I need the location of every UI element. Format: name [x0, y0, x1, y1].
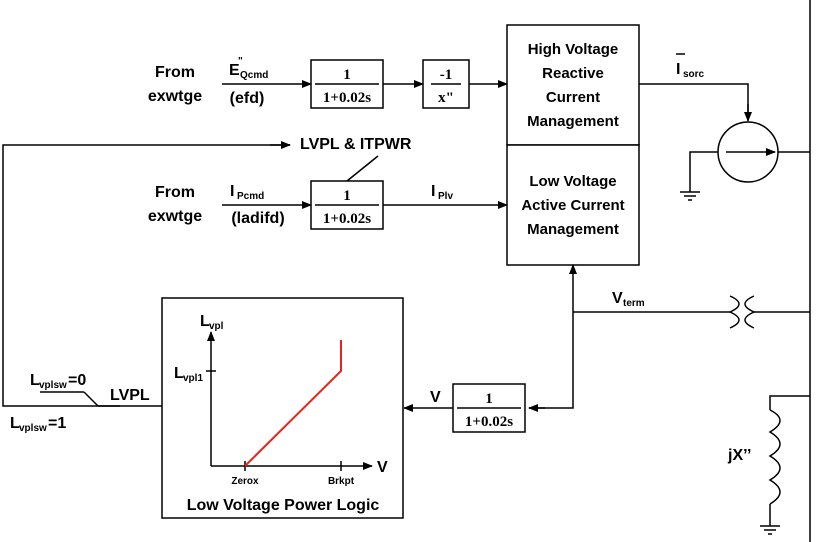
reactance-coil-icon — [768, 409, 781, 505]
lvplsw-0-label: L vplsw =0 — [30, 372, 86, 391]
jx-label: jX’’ — [727, 447, 751, 464]
hv-line-4: Management — [527, 113, 619, 130]
isorc-symbol: I — [676, 61, 680, 78]
lvpl-block-frame — [161, 297, 404, 519]
lag-block-v: 1 1+0.02s — [452, 383, 526, 433]
vterm-subscript: term — [623, 298, 645, 309]
isorc-label: I sorc — [676, 53, 705, 80]
transformer-icon — [728, 295, 756, 329]
lv-block-frame — [506, 144, 640, 266]
eqcmd-subscript: Qcmd — [240, 70, 268, 81]
lvpl-itpwr-label: LVPL & ITPWR — [300, 136, 412, 153]
isorc-wire — [639, 83, 749, 118]
lag-block-q: 1 1+0.02s — [310, 59, 384, 109]
lvplsw0-value: =0 — [68, 372, 86, 389]
from-label-top: From — [155, 64, 195, 81]
transformer-coil-right — [744, 295, 756, 329]
lag-block-p-numerator: 1 — [343, 188, 351, 204]
lag-block-q-numerator: 1 — [343, 67, 351, 83]
gain-block-denominator: x" — [438, 90, 454, 106]
from-label-mid: From — [155, 184, 195, 201]
lvpl-x-tick-label-zerox: Zerox — [231, 476, 259, 487]
lvpl-feedback-wire — [2, 144, 290, 407]
efd-label: (efd) — [230, 90, 265, 107]
ground-icon-reactance — [760, 525, 780, 535]
ipcmd-subscript: Pcmd — [237, 191, 264, 202]
lvpl-y-tick-label: L vpl1 — [174, 365, 203, 384]
lvpl-title: Low Voltage Power Logic — [187, 497, 380, 514]
vterm-label: V term — [612, 290, 645, 309]
source-label-top: exwtge — [148, 88, 202, 105]
eqcmd-signal-label: E " Qcmd — [229, 56, 268, 81]
gain-block-numerator: -1 — [440, 67, 453, 83]
hv-line-2: Reactive — [542, 65, 604, 82]
lvpl-curve — [244, 340, 342, 467]
lvplsw1-subscript: vplsw — [19, 423, 47, 434]
current-source — [717, 121, 779, 183]
lvplsw1-value: =1 — [48, 415, 66, 432]
lag-block-p: 1 1+0.02s — [310, 180, 384, 230]
lvpl-logic-block: L vpl L vpl1 V Zerox Brkpt Low Voltage P… — [161, 297, 404, 519]
source-label-mid: exwtge — [148, 208, 202, 225]
eqcmd-symbol: E — [229, 62, 240, 79]
ground-icon-source — [680, 191, 700, 201]
lvplsw0-subscript: vplsw — [39, 380, 67, 391]
source-ground-wire — [689, 151, 718, 192]
hv-line-1: High Voltage — [528, 41, 619, 58]
transformer-coil-left — [728, 295, 740, 329]
lvpl-y-subscript: vpl — [209, 321, 224, 332]
ipcmd-symbol: I — [230, 183, 234, 200]
lvpl-switch-label: LVPL — [110, 387, 150, 404]
iplv-symbol: I — [431, 183, 435, 200]
lvpl-y-axis-label: L vpl — [200, 313, 224, 332]
lag-block-v-numerator: 1 — [485, 391, 493, 407]
eqcmd-prime: " — [238, 56, 243, 67]
lv-line-1: Low Voltage — [529, 173, 616, 190]
hv-block-frame — [506, 24, 640, 146]
lag-block-p-denominator: 1+0.02s — [323, 211, 371, 227]
hv-reactive-current-block: High Voltage Reactive Current Management — [506, 24, 640, 146]
lvpl-y-symbol: L — [200, 313, 210, 330]
lag-block-q-denominator: 1+0.02s — [323, 90, 371, 106]
lvpl1-symbol: L — [174, 365, 184, 382]
hv-line-3: Current — [546, 89, 600, 106]
lvplsw1-symbol: L — [10, 415, 20, 432]
lvpl-switch-blade — [83, 391, 99, 407]
vterm-symbol: V — [612, 290, 623, 307]
ipcmd-signal-label: I Pcmd — [230, 183, 264, 202]
reactance-top-wire — [769, 395, 810, 410]
vterm-to-lag-wire — [529, 312, 574, 409]
lv-line-3: Management — [527, 221, 619, 238]
lag-block-v-denominator: 1+0.02s — [465, 414, 513, 430]
lv-line-2: Active Current — [521, 197, 624, 214]
iplv-subscript: Plv — [438, 191, 453, 202]
lvpl-x-axis-label: V — [377, 459, 388, 476]
lvpl-itpwr-leader — [346, 155, 379, 182]
isorc-subscript: sorc — [683, 69, 705, 80]
iplv-label: I Plv — [431, 183, 453, 202]
lvplsw-1-label: L vplsw =1 — [10, 415, 66, 434]
lvplsw0-symbol: L — [30, 372, 40, 389]
v-signal-label: V — [430, 389, 441, 406]
gain-block: -1 x" — [422, 59, 470, 109]
lvpl1-subscript: vpl1 — [183, 373, 203, 384]
lvpl-x-tick-label-brkpt: Brkpt — [328, 476, 355, 487]
lv-active-current-block: Low Voltage Active Current Management — [506, 144, 640, 266]
ladifd-label: (ladifd) — [231, 210, 284, 227]
